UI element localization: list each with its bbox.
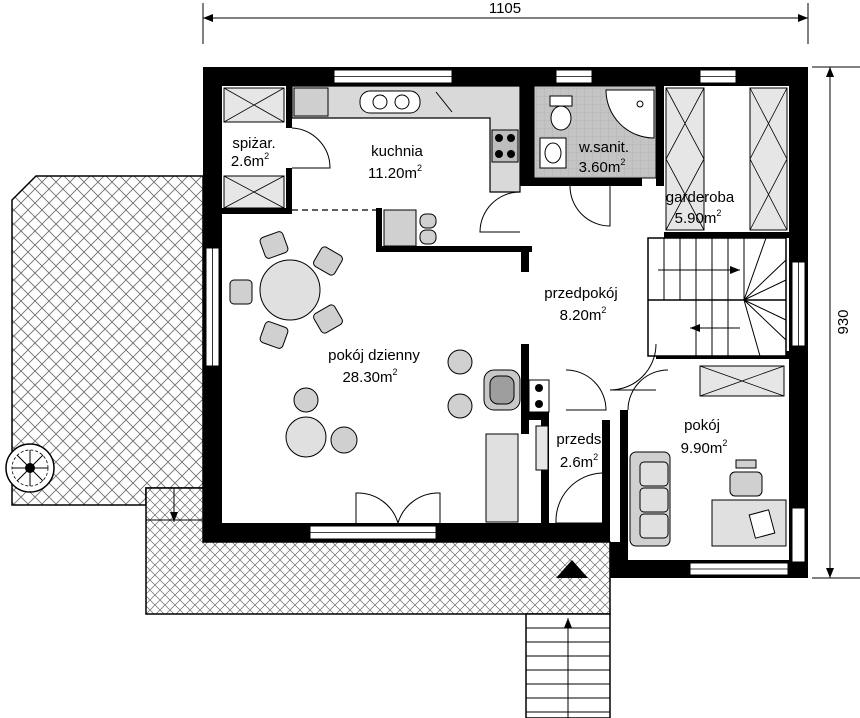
svg-text:5.90m2: 5.90m2: [675, 208, 722, 227]
pantry-door: [291, 127, 331, 169]
sideboard: [485, 433, 519, 523]
sofa-icon: [629, 451, 671, 547]
dimension-depth-label: 930: [835, 309, 852, 334]
room-label-wc: w.sanit. 3.60m2: [578, 139, 629, 176]
svg-text:3.60m2: 3.60m2: [579, 157, 626, 176]
sink-icon: [359, 90, 421, 114]
plant-icon: [5, 443, 55, 493]
svg-text:przedpokój: przedpokój: [544, 285, 617, 302]
dimension-depth: 930: [812, 66, 860, 579]
coffee-table-set: [285, 349, 473, 458]
terrace-doors: [355, 492, 441, 524]
entrance-stairs: [525, 613, 611, 718]
kitchen-counter: [291, 85, 521, 193]
entrance-door: [555, 472, 603, 524]
room-label-pantry: spiżar. 2.6m2: [231, 135, 276, 170]
kitchen-door: [479, 191, 521, 233]
svg-text:pokój dzienny: pokój dzienny: [328, 347, 420, 364]
room-label-hall: przedpokój 8.20m2: [544, 285, 617, 324]
room-label-wardrobe: garderoba 5.90m2: [666, 189, 735, 227]
pantry-shelves: [223, 87, 285, 209]
room-label-room: pokój 9.90m2: [681, 417, 728, 457]
hall-door: [609, 343, 657, 391]
desk-chair-icon: [729, 459, 763, 497]
windows: [205, 69, 806, 576]
svg-text:spiżar.: spiżar.: [232, 135, 275, 152]
svg-text:9.90m2: 9.90m2: [681, 438, 728, 457]
room-label-vestibule: przeds. 2.6m2: [556, 431, 605, 471]
dining-table-round: [229, 231, 343, 349]
washbasin-icon: [539, 137, 567, 169]
room-label-kitchen: kuchnia 11.20m2: [368, 143, 423, 182]
wardrobe-closets: [665, 87, 788, 231]
svg-text:garderoba: garderoba: [666, 189, 735, 206]
svg-text:w.sanit.: w.sanit.: [578, 139, 629, 156]
entrance-arrow-icon: [556, 560, 588, 578]
toilet-icon: [549, 95, 573, 131]
svg-text:8.20m2: 8.20m2: [560, 305, 607, 324]
svg-text:kuchnia: kuchnia: [371, 143, 423, 160]
bathroom-door: [569, 185, 611, 227]
svg-text:2.6m2: 2.6m2: [560, 452, 598, 471]
staircase: [647, 237, 787, 357]
svg-text:11.20m2: 11.20m2: [368, 163, 422, 182]
vestibule-cabinet: [535, 425, 549, 471]
stove-icon: [491, 129, 519, 163]
svg-text:28.30m2: 28.30m2: [342, 367, 397, 386]
room-door: [627, 369, 669, 411]
dimension-width: 1105: [202, 0, 809, 44]
bathroom: [533, 85, 657, 179]
vestibule-door: [565, 369, 607, 411]
bar-stools: [383, 209, 437, 247]
dimension-width-label: 1105: [489, 0, 521, 17]
svg-text:przeds.: przeds.: [556, 431, 605, 448]
shower-icon: [605, 89, 655, 139]
svg-text:pokój: pokój: [684, 417, 720, 434]
room-label-living: pokój dzienny 28.30m2: [328, 347, 420, 386]
fireplace-icon: [483, 369, 550, 413]
svg-text:2.6m2: 2.6m2: [231, 151, 269, 170]
room-furniture: [629, 365, 787, 547]
desk-icon: [711, 499, 787, 547]
